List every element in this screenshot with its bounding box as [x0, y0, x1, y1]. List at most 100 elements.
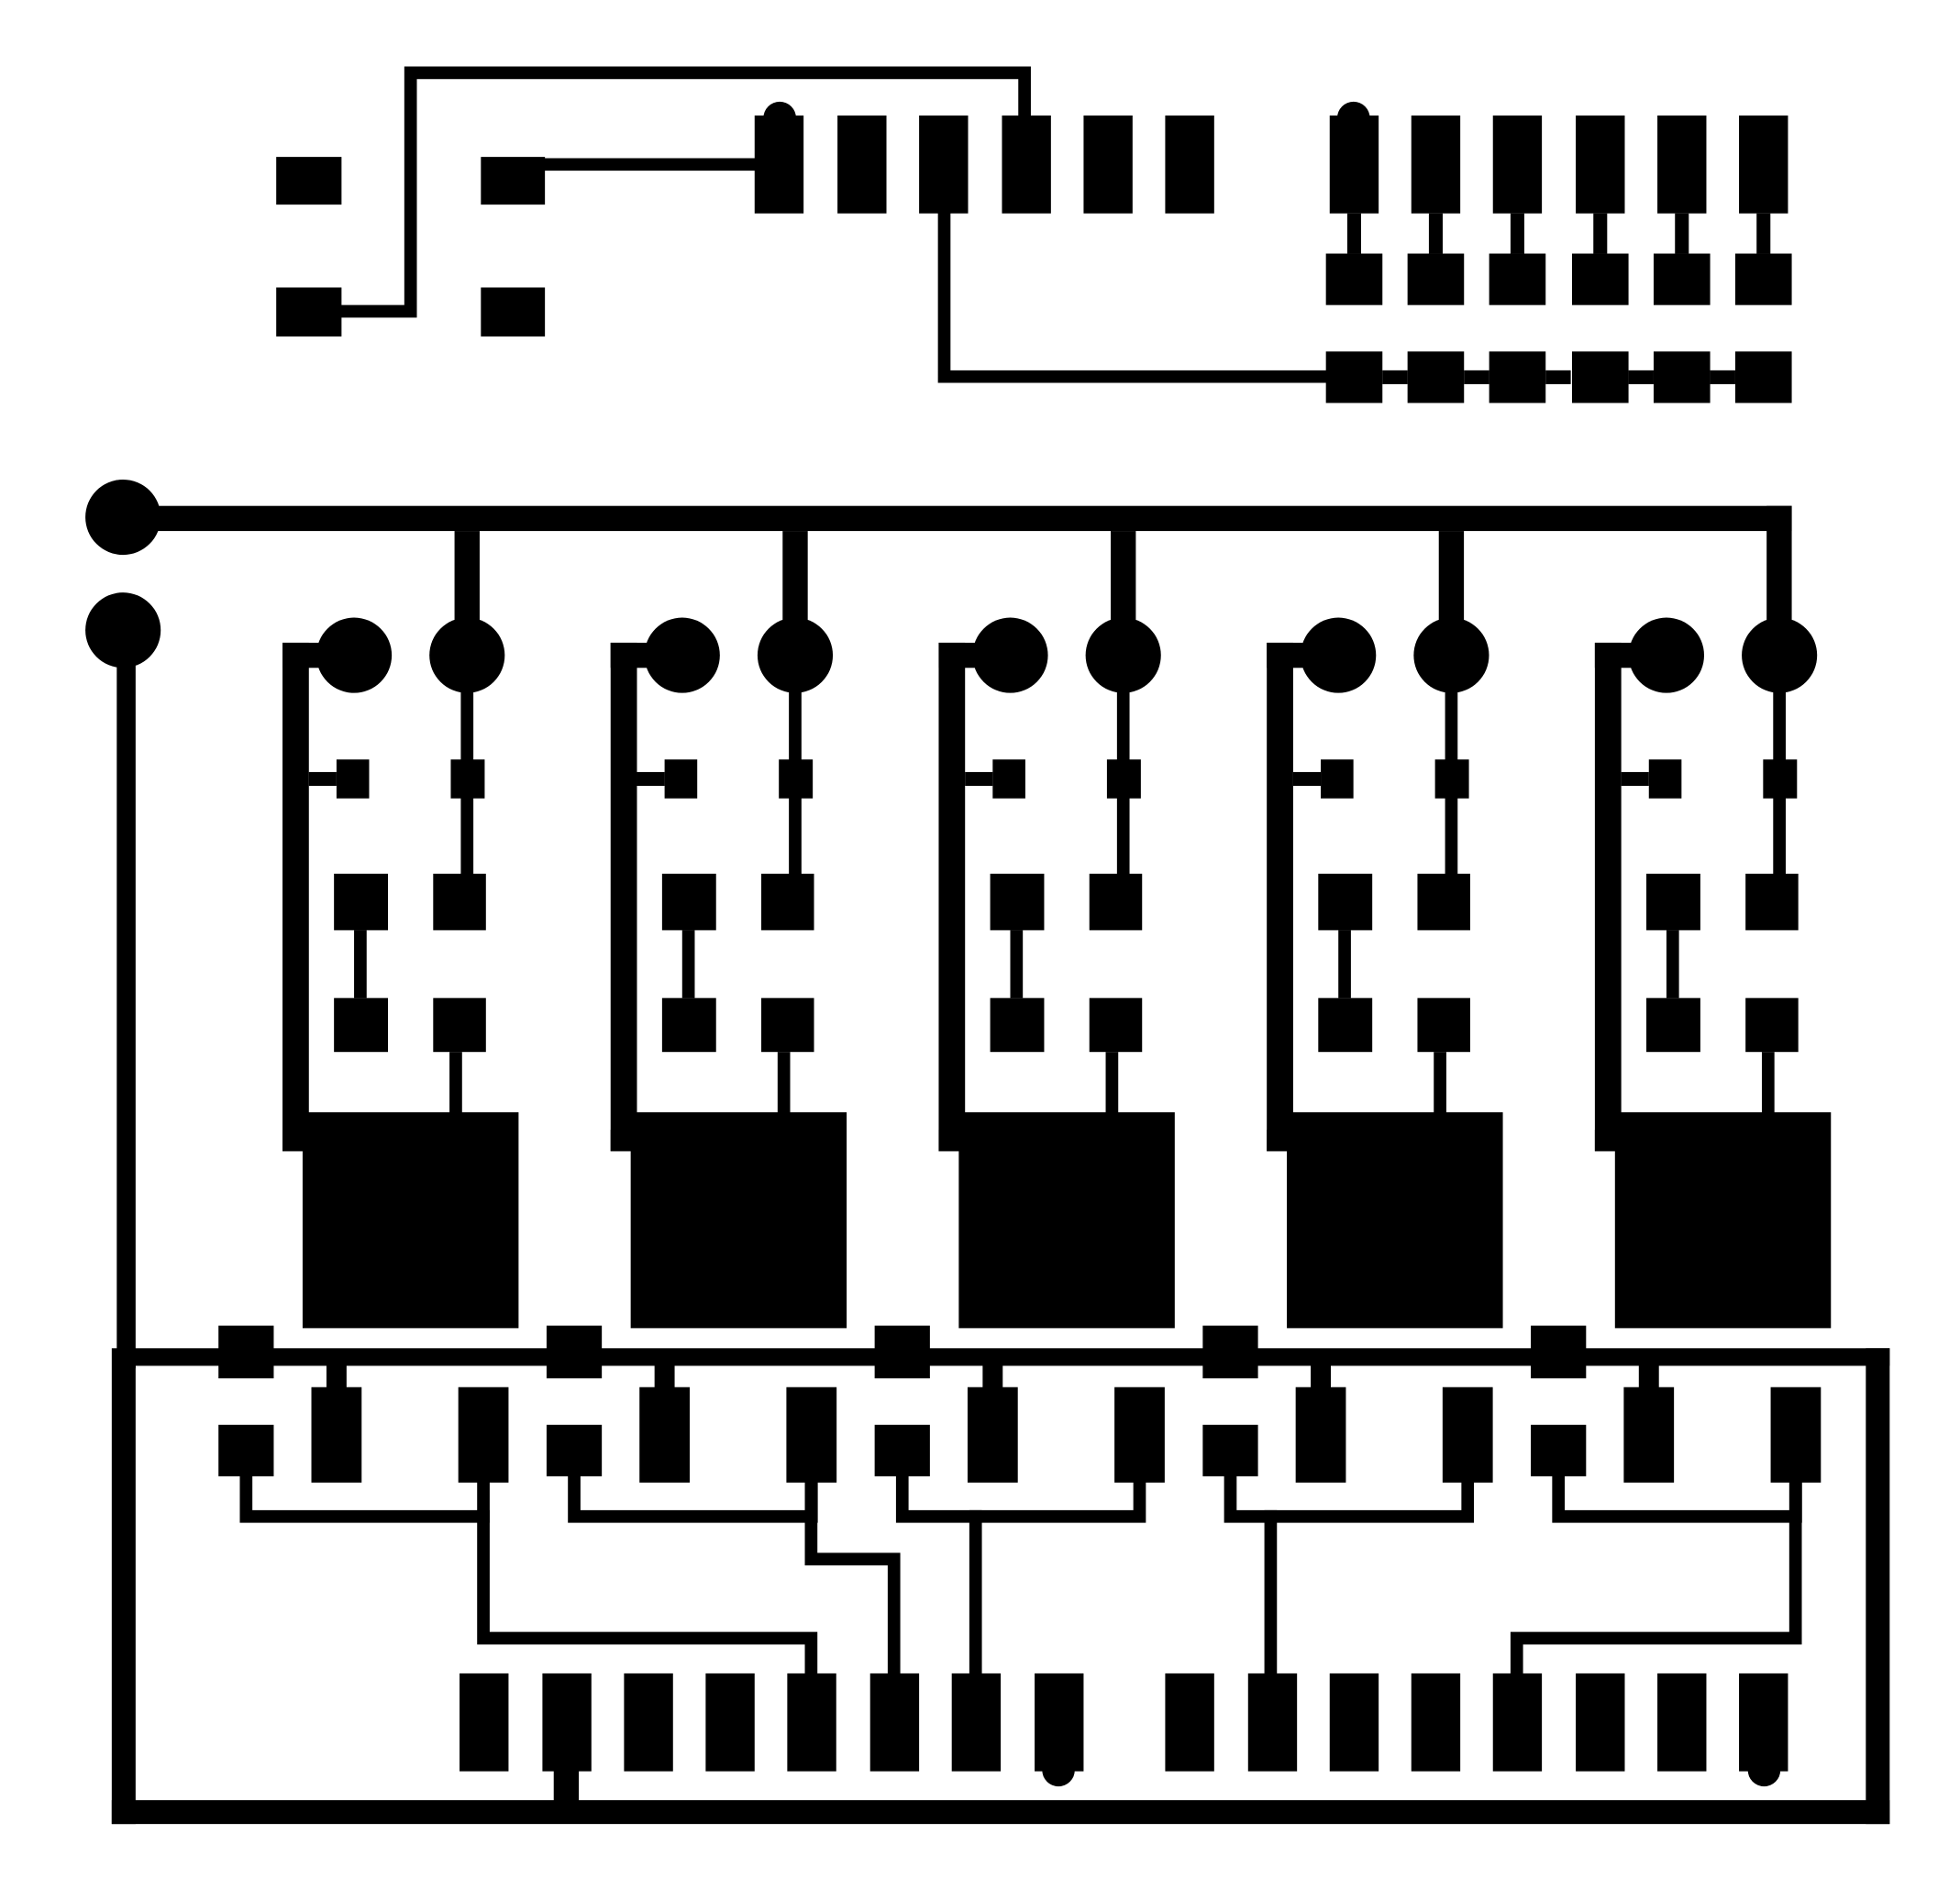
- bus-drop: [782, 531, 808, 628]
- bottom-header-pad: [1657, 1673, 1707, 1772]
- trace: [1761, 1052, 1775, 1118]
- trace: [1346, 213, 1361, 254]
- pad: [967, 1386, 1018, 1483]
- unit-thick-trace: [282, 642, 309, 1152]
- unit-thick-trace: [1594, 642, 1642, 668]
- trace: [789, 690, 802, 879]
- small-pad: [336, 759, 370, 799]
- pad: [1646, 998, 1700, 1053]
- large-pad: [1287, 1111, 1503, 1329]
- trace: [1675, 213, 1689, 254]
- pad: [218, 1424, 274, 1476]
- pad: [761, 873, 814, 931]
- pad: [1745, 998, 1799, 1053]
- unit-thick-trace: [938, 642, 966, 1152]
- trace: [354, 930, 367, 999]
- bottom-header-pad: [1329, 1673, 1379, 1772]
- header-pad: [1083, 115, 1133, 214]
- bottom-header-pad: [460, 1673, 509, 1772]
- unit-thick-trace: [1594, 1130, 1615, 1152]
- pad: [276, 287, 342, 337]
- pad: [1417, 998, 1470, 1053]
- row-pad: [1653, 351, 1711, 403]
- pad-bump: [763, 101, 796, 135]
- pad: [1531, 1424, 1587, 1476]
- unit-thick-trace: [610, 1130, 631, 1152]
- trace: [1338, 930, 1351, 999]
- small-pad: [1321, 759, 1354, 799]
- header-pad: [919, 115, 969, 214]
- pad: [481, 157, 546, 205]
- pad: [1295, 1386, 1346, 1483]
- column-top-pad: [1492, 115, 1543, 214]
- pad: [1623, 1386, 1675, 1483]
- ground-trace: [116, 630, 136, 1369]
- bus-pad: [546, 1325, 603, 1379]
- pad: [481, 287, 546, 337]
- pad: [1089, 873, 1143, 931]
- trace: [1311, 1362, 1331, 1394]
- trace: [654, 1362, 675, 1394]
- trace: [1621, 771, 1649, 786]
- pad: [334, 873, 389, 931]
- bottom-header-pad: [1492, 1673, 1543, 1772]
- pad: [1318, 873, 1373, 931]
- unit-thick-trace: [282, 642, 329, 668]
- large-pad: [302, 1111, 519, 1329]
- pad-bump: [1336, 101, 1370, 135]
- trace: [1434, 1052, 1446, 1118]
- row-pad: [1325, 351, 1383, 403]
- unit-thick-trace: [1267, 642, 1313, 668]
- bus-drop: [454, 531, 480, 628]
- trace: [1710, 370, 1735, 384]
- trace: [982, 1362, 1003, 1394]
- large-pad: [630, 1111, 847, 1329]
- pad: [334, 998, 389, 1053]
- bottom-header-pad: [787, 1673, 836, 1772]
- trace: [568, 1470, 818, 1523]
- trace: [1773, 690, 1786, 879]
- trace: [937, 206, 1333, 383]
- bus-pad: [1531, 1325, 1587, 1379]
- pad: [1770, 1386, 1822, 1483]
- pad: [1202, 1424, 1258, 1476]
- bus-pad: [218, 1325, 274, 1379]
- small-pad: [664, 759, 698, 799]
- trace: [1428, 213, 1443, 254]
- ground-terminal: [85, 592, 161, 668]
- pad: [661, 998, 716, 1053]
- trace: [460, 690, 474, 879]
- bottom-header-pad: [705, 1673, 755, 1772]
- trace: [1756, 213, 1771, 254]
- trace: [553, 1763, 580, 1808]
- pad: [761, 998, 814, 1053]
- pad: [874, 1424, 930, 1476]
- unit-round-pad: [429, 617, 505, 693]
- column-top-pad: [1657, 115, 1707, 214]
- unit-round-pad: [1413, 617, 1489, 693]
- unit-round-pad: [972, 617, 1048, 693]
- small-pad: [992, 759, 1025, 799]
- column-top-pad: [1411, 115, 1461, 214]
- header-pad: [1165, 115, 1214, 214]
- trace: [1224, 1470, 1475, 1523]
- trace: [335, 66, 1031, 318]
- unit-thick-trace: [1594, 642, 1622, 1152]
- unit-thick-trace: [938, 1130, 959, 1152]
- trace: [1593, 213, 1608, 254]
- bus-drop: [1438, 531, 1465, 628]
- trace: [1638, 1362, 1659, 1394]
- trace: [965, 771, 993, 786]
- unit-round-pad: [316, 617, 393, 693]
- pad: [433, 998, 486, 1053]
- pad: [661, 873, 716, 931]
- unit-round-pad: [644, 617, 720, 693]
- trace: [1382, 370, 1408, 384]
- pad-bump: [1747, 1753, 1781, 1787]
- trace: [1105, 1052, 1119, 1118]
- unit-thick-trace: [1267, 1130, 1288, 1152]
- pad: [1745, 873, 1799, 931]
- trace: [449, 1052, 462, 1118]
- pad: [1417, 873, 1470, 931]
- trace: [1292, 771, 1322, 786]
